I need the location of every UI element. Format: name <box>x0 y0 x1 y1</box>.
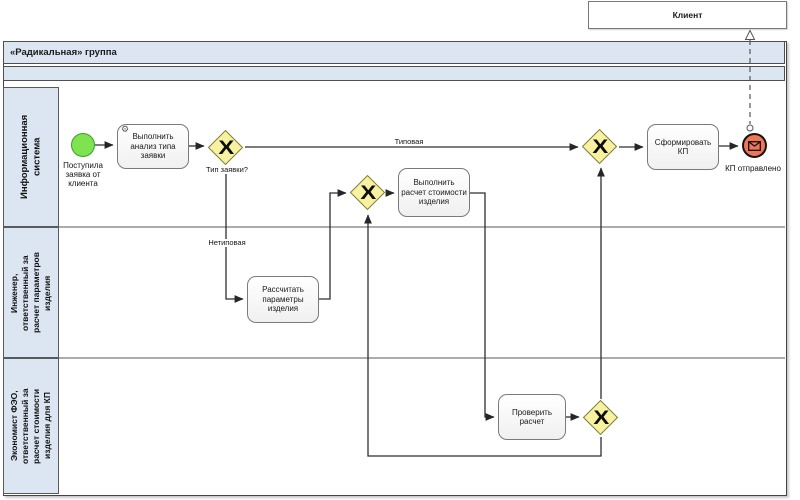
task-label: Рассчитать параметры изделия <box>262 285 304 314</box>
task-label: Сформировать КП <box>654 137 712 156</box>
lane-information-system: Информационная система <box>3 87 59 227</box>
external-pool-client: Клиент <box>588 1 787 29</box>
start-event <box>71 133 95 157</box>
gateway-merge-final: X <box>581 128 619 166</box>
task-label: Проверить расчет <box>511 407 552 426</box>
flow-label-typical: Типовая <box>383 137 435 147</box>
end-event-label: КП отправлено <box>725 164 781 173</box>
task-analyze-request: ⚙ Выполнить анализ типа заявки <box>117 124 189 169</box>
gear-icon: ⚙ <box>121 124 130 134</box>
end-event-message <box>742 133 767 158</box>
pool-subheader-band <box>3 66 785 81</box>
gateway-question-label: Тип заявки? <box>197 165 257 175</box>
task-check-calc: Проверить расчет <box>498 394 566 440</box>
xor-marker: X <box>360 182 376 204</box>
external-pool-label: Клиент <box>672 10 703 20</box>
flow-label-atypical: Нетиповая <box>200 238 254 248</box>
lane-label: Инженер, ответственный за расчет парамет… <box>8 252 53 333</box>
gateway-merge-calc: X <box>349 174 387 212</box>
lane-engineer: Инженер, ответственный за расчет парамет… <box>3 227 59 358</box>
xor-marker: X <box>218 137 234 159</box>
envelope-icon <box>748 140 761 151</box>
task-form-kp: Сформировать КП <box>647 124 719 170</box>
gateway-check-result: X <box>582 399 620 437</box>
pool-title: «Радикальная» группа <box>3 41 785 64</box>
lane-label: Информационная система <box>18 114 42 200</box>
task-label: Выполнить расчет стоимости изделия <box>401 178 467 207</box>
lane-label: Экономист ФЭО, ответственный за расчет с… <box>8 388 53 464</box>
xor-marker: X <box>592 136 608 158</box>
start-event-label: Поступила заявка от клиента <box>63 161 103 189</box>
task-calc-params: Рассчитать параметры изделия <box>247 276 319 323</box>
task-label: Выполнить анализ типа заявки <box>130 132 176 161</box>
xor-marker: X <box>593 407 609 429</box>
pool-radical-group <box>3 41 787 496</box>
gateway-request-type: X <box>207 129 245 167</box>
task-calc-cost: Выполнить расчет стоимости изделия <box>398 168 470 217</box>
lane-economist: Экономист ФЭО, ответственный за расчет с… <box>3 358 59 494</box>
